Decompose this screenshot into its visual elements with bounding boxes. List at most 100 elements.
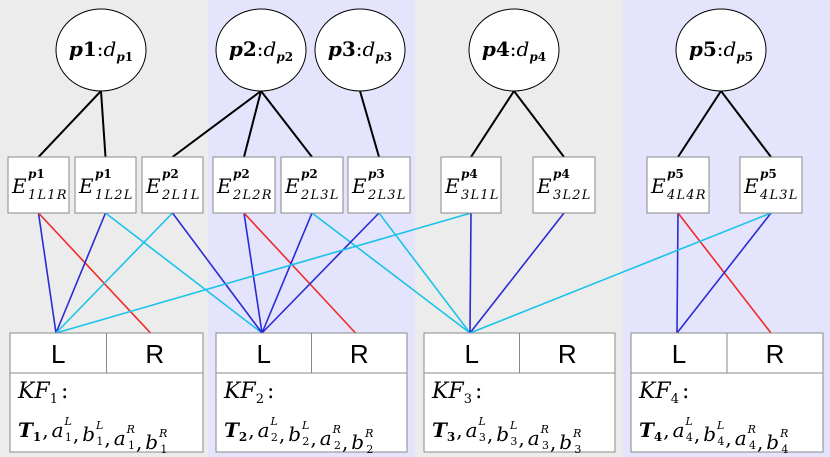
event-box — [280, 156, 344, 214]
link-e4-kf3-L — [311, 212, 471, 334]
link-e2-kf1-L — [55, 212, 174, 334]
event-label: E — [444, 174, 460, 198]
event-box — [440, 156, 502, 214]
event-box — [7, 156, 70, 214]
keyframe-right-label: R — [350, 339, 369, 369]
process-node-p3: p3:dp3 — [314, 8, 406, 92]
process-label: p3:dp3 — [328, 37, 392, 64]
keyframe-left-label: L — [51, 339, 65, 369]
event-subscript: 2L3L — [300, 188, 340, 203]
event-subscript: 2L2R — [232, 188, 273, 203]
tree-edge-p2-e2 — [171, 90, 262, 158]
event-box — [739, 156, 803, 214]
event-label: E — [650, 174, 666, 198]
link-e5-kf3-L — [378, 212, 471, 334]
event-superscript: p2 — [301, 167, 318, 181]
event-superscript: p1 — [95, 167, 112, 181]
event-subscript: 2L1L — [161, 188, 201, 203]
event-label: E — [11, 174, 27, 198]
event-superscript: p2 — [233, 167, 250, 181]
event-box — [74, 156, 137, 214]
tree-edge-p5-e8 — [677, 90, 722, 158]
tree-edge-p2-e3 — [243, 90, 262, 158]
keyframe-title: KF4: — [638, 379, 689, 407]
process-node-p2: p2:dp2 — [215, 8, 307, 92]
process-ellipse — [314, 8, 406, 92]
link-e6-kf3-L — [469, 212, 472, 334]
keyframe-left-label: L — [465, 339, 479, 369]
event-superscript: p1 — [28, 167, 45, 181]
event-subscript: 1L1R — [28, 188, 68, 203]
keyframe-title: KF1: — [17, 379, 68, 407]
event-subscript: 3L2L — [553, 188, 592, 203]
event-box — [347, 156, 411, 214]
keyframe-right-label: R — [145, 339, 164, 369]
link-e9-kf4-L — [676, 212, 772, 334]
tree-edge-p2-e4 — [260, 90, 313, 158]
link-e5-kf2-L — [261, 212, 380, 334]
tree-edge-p5-e9 — [720, 90, 772, 158]
link-e8-kf4-L — [676, 212, 679, 334]
event-subscript: 4L4R — [666, 188, 707, 203]
tree-edges — [37, 90, 772, 158]
process-label: p2:dp2 — [229, 37, 293, 64]
process-ellipse — [55, 8, 147, 92]
link-e1-kf2-L — [105, 212, 263, 334]
event-label: E — [536, 174, 552, 198]
process-node-p5: p5:dp5 — [675, 8, 767, 92]
keyframe-right-label: R — [766, 339, 785, 369]
event-box — [646, 156, 710, 214]
tree-edge-p4-e6 — [470, 90, 515, 158]
tree-edge-p3-e5 — [359, 90, 380, 158]
event-box — [212, 156, 276, 214]
tree-edge-p1-e0 — [37, 90, 102, 158]
event-superscript: p5 — [667, 167, 684, 181]
process-label: p4:dp4 — [482, 37, 546, 64]
event-label: E — [78, 174, 94, 198]
process-ellipse — [675, 8, 767, 92]
event-superscript: p4 — [553, 167, 570, 181]
link-e4-kf2-L — [261, 212, 313, 334]
link-e2-kf2-L — [171, 212, 263, 334]
event-box — [532, 156, 596, 214]
event-superscript: p2 — [162, 167, 179, 181]
keyframe-right-label: R — [558, 339, 577, 369]
event-superscript: p4 — [461, 167, 478, 181]
process-node-p1: p1:dp1 — [55, 8, 147, 92]
process-ellipse — [215, 8, 307, 92]
link-e6-kf1-L — [55, 212, 472, 334]
link-e3-kf2-R — [243, 212, 357, 334]
event-box — [141, 156, 204, 214]
event-subscript: 2L3L — [367, 188, 407, 203]
keyframe-title: KF3: — [431, 379, 482, 407]
process-label: p5:dp5 — [689, 37, 753, 64]
link-e0-kf1-L — [37, 212, 57, 334]
link-e7-kf3-L — [469, 212, 565, 334]
event-superscript: p5 — [760, 167, 777, 181]
keyframe-left-label: L — [672, 339, 686, 369]
process-node-p4: p4:dp4 — [468, 8, 560, 92]
process-label: p1:dp1 — [69, 37, 133, 64]
event-label: E — [284, 174, 300, 198]
link-e0-kf1-R — [37, 212, 152, 334]
tree-edge-p1-e1 — [100, 90, 107, 158]
link-e9-kf3-L — [469, 212, 772, 334]
